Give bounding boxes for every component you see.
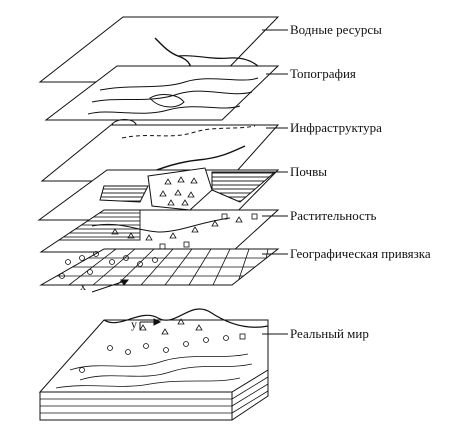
layer-infrastructure-plane [40,124,280,182]
terrain-surface [103,308,269,328]
label-infrastructure: Инфраструктура [290,120,382,135]
layer-georef-plane [39,248,280,286]
layer-real-world-block [38,308,269,421]
leader-lines [262,29,288,335]
label-water-resources: Водные ресурсы [290,22,382,37]
road-dashed [121,125,256,139]
label-vegetation: Растительность [290,208,377,223]
axes-arrows [91,279,162,330]
label-real-world: Реальный мир [290,326,369,341]
label-topography: Топография [290,66,356,81]
label-georeference: Географическая привязка [290,246,431,261]
label-soils: Почвы [290,164,327,179]
axis-y-label: y [131,317,137,331]
layer-soils-plane [37,167,280,221]
layer-topography-plane [44,65,280,129]
soil-hatched-left [99,185,149,203]
contour-line [99,77,259,91]
axis-x-label: x [80,279,86,293]
soil-triangles-zone [147,167,213,211]
soil-hatched-right [211,171,277,203]
